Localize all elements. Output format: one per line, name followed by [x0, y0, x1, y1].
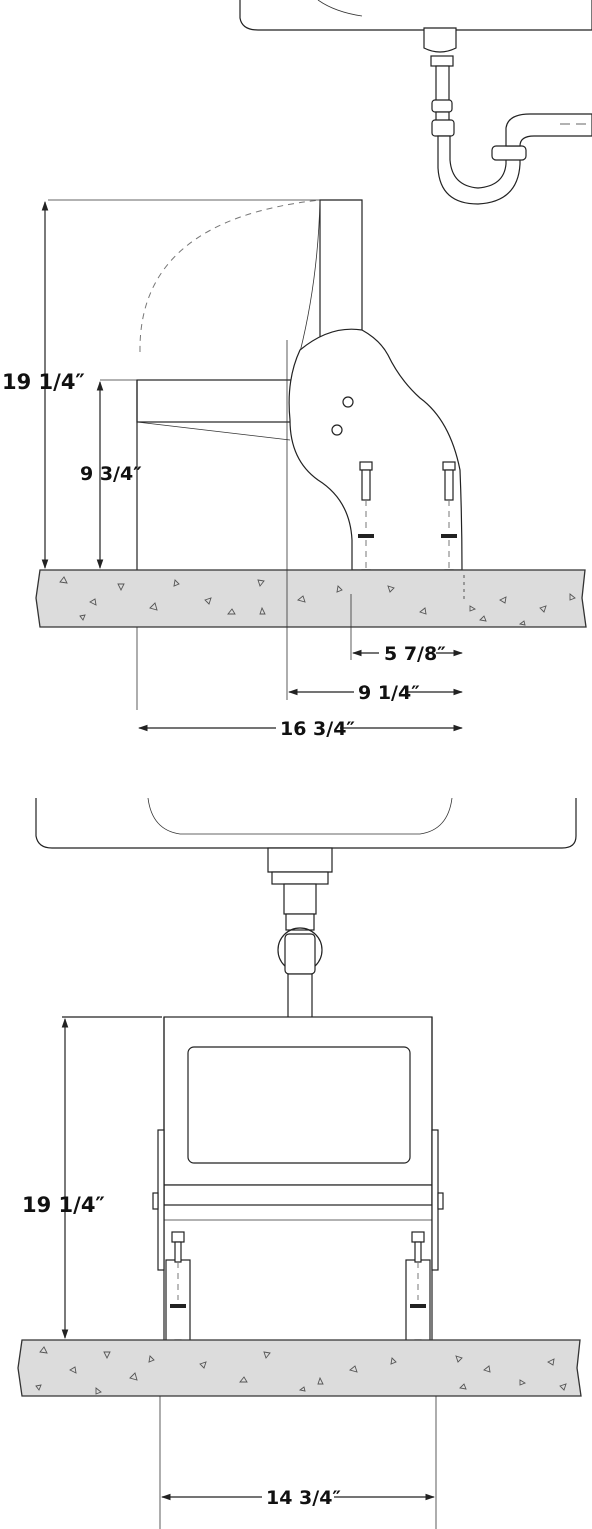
mounting-bracket-side	[288, 328, 463, 571]
front-view: 19 1/4″ 14 3/4″	[17, 797, 582, 1529]
label-overall-width: 14 3/4″	[266, 1487, 341, 1509]
concrete-floor-side	[35, 569, 587, 628]
drain-trap-side	[423, 27, 592, 205]
concrete-floor-front	[17, 1339, 582, 1397]
label-overall-depth: 16 3/4″	[280, 718, 355, 740]
sink-basin-front	[35, 797, 577, 849]
sink-basin-side	[239, 0, 592, 31]
label-height-total-front: 19 1/4″	[22, 1193, 105, 1217]
side-view: 19 1/4″ 9 3/4″ 5 7/8″ 9 1/4″ 16 3/4″	[2, 0, 592, 740]
dim-overall-width	[159, 1396, 437, 1529]
label-height-seat: 9 3/4″	[80, 463, 142, 485]
drain-front	[267, 847, 333, 1020]
swing-arc	[139, 199, 321, 353]
label-height-total-side: 19 1/4″	[2, 370, 85, 394]
label-anchor-spacing: 5 7/8″	[384, 643, 446, 665]
seat-frame-front	[62, 1016, 444, 1340]
label-anchor-to-front: 9 1/4″	[358, 682, 420, 704]
extension-lines-side	[136, 340, 465, 710]
